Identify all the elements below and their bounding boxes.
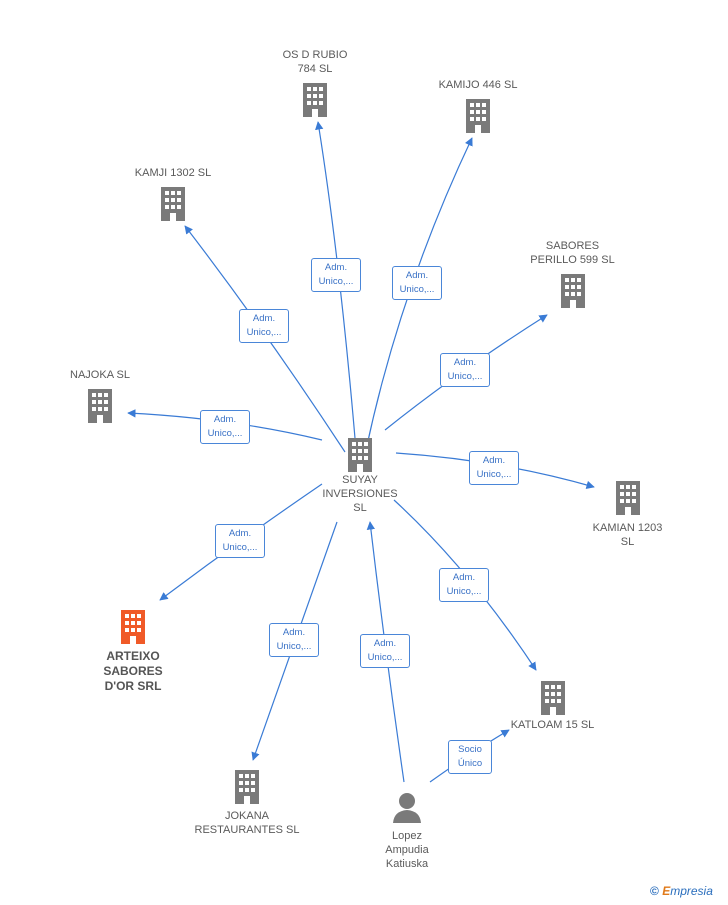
node-label: ARTEIXO SABORES D'OR SRL <box>103 649 163 693</box>
node-kamji[interactable]: KAMJI 1302 SL <box>118 166 228 222</box>
edge-label-katloam[interactable]: Adm. Unico,... <box>439 568 489 602</box>
node-os-d-rubio[interactable]: OS D RUBIO 784 SL <box>265 48 365 118</box>
footer-brand: © Empresia <box>650 884 713 898</box>
edge-label-lopez-center[interactable]: Adm. Unico,... <box>360 634 410 668</box>
building-icon <box>88 389 112 423</box>
node-label: KATLOAM 15 SL <box>510 719 595 731</box>
node-lopez[interactable]: Lopez Ampudia Katiuska <box>365 792 449 871</box>
person-icon <box>393 793 421 823</box>
node-arteixo[interactable]: ARTEIXO SABORES D'OR SRL <box>85 609 181 694</box>
node-label: KAMJI 1302 SL <box>134 167 212 179</box>
edge-label-kamji[interactable]: Adm. Unico,... <box>239 309 289 343</box>
building-icon <box>303 83 327 117</box>
edge-label-najoka[interactable]: Adm. Unico,... <box>200 410 250 444</box>
node-kamijo[interactable]: KAMIJO 446 SL <box>422 78 534 134</box>
building-icon <box>466 99 490 133</box>
brand-logo-text: mpresia <box>670 884 713 898</box>
node-label: KAMIJO 446 SL <box>438 79 518 91</box>
edge-label-kamijo[interactable]: Adm. Unico,... <box>392 266 442 300</box>
brand-logo-e: E <box>662 884 671 898</box>
node-label: SUYAY INVERSIONES SL <box>322 474 398 514</box>
edge-label-jokana[interactable]: Adm. Unico,... <box>269 623 319 657</box>
node-label: JOKANA RESTAURANTES SL <box>194 810 300 836</box>
node-center[interactable]: SUYAY INVERSIONES SL <box>310 437 410 515</box>
building-icon <box>615 481 640 515</box>
node-najoka[interactable]: NAJOKA SL <box>55 368 145 424</box>
building-icon <box>161 187 185 221</box>
node-katloam[interactable]: KATLOAM 15 SL <box>500 680 605 732</box>
node-label: KAMIAN 1203 SL <box>592 522 663 548</box>
building-icon <box>121 610 145 644</box>
node-label: OS D RUBIO 784 SL <box>282 49 348 75</box>
copyright-icon: © <box>650 884 659 898</box>
edge-label-kamian[interactable]: Adm. Unico,... <box>469 451 519 485</box>
node-sabores-perillo[interactable]: SABORES PERILLO 599 SL <box>515 239 630 309</box>
node-jokana[interactable]: JOKANA RESTAURANTES SL <box>186 769 308 837</box>
building-icon <box>540 681 565 715</box>
node-kamian[interactable]: KAMIAN 1203 SL <box>580 480 675 549</box>
node-label: SABORES PERILLO 599 SL <box>530 240 615 266</box>
building-icon <box>560 274 585 308</box>
edge-label-os-d-rubio[interactable]: Adm. Unico,... <box>311 258 361 292</box>
building-icon <box>235 770 259 804</box>
node-label: Lopez Ampudia Katiuska <box>385 830 429 870</box>
node-label: NAJOKA SL <box>70 369 130 381</box>
edge-label-arteixo[interactable]: Adm. Unico,... <box>215 524 265 558</box>
building-icon <box>348 438 372 472</box>
edge-label-lopez-katloam[interactable]: Socio Único <box>448 740 492 774</box>
edge-label-sabores-perillo[interactable]: Adm. Unico,... <box>440 353 490 387</box>
